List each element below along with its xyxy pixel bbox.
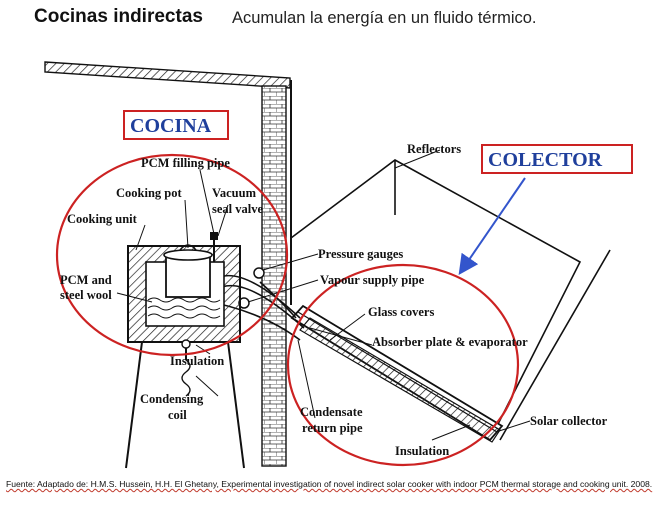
cooking-unit	[127, 232, 241, 343]
label-vacuum: Vacuum	[212, 186, 257, 200]
cocina-callout: COCINA	[130, 115, 212, 137]
roof-slab	[44, 61, 291, 89]
source-text: Fuente: Adaptado de: H.M.S. Hussein, H.H…	[6, 479, 653, 489]
colector-circle	[286, 263, 520, 467]
label-reflectors: Reflectors	[407, 142, 461, 156]
colector-callout-box	[481, 144, 633, 174]
solar-collector-body	[290, 304, 504, 443]
label-return-pipe: return pipe	[302, 421, 363, 435]
label-pcm-and: PCM and	[60, 273, 112, 287]
insulation-valve	[181, 339, 191, 349]
leader-lines	[116, 149, 531, 441]
reflectors	[290, 159, 611, 441]
colector-callout: COLECTOR	[488, 149, 603, 171]
label-coil: coil	[168, 408, 187, 422]
pressure-gauge-1	[253, 267, 265, 279]
label-solar-collector: Solar collector	[530, 414, 608, 428]
slide-title: Cocinas indirectas	[34, 6, 203, 27]
brick-wall	[261, 85, 287, 467]
source-citation: Fuente: Adaptado de: H.M.S. Hussein, H.H…	[6, 478, 670, 490]
label-seal-valve: seal valve	[212, 202, 263, 216]
label-cooking-pot: Cooking pot	[116, 186, 182, 200]
label-insulation-left: Insulation	[170, 354, 224, 368]
label-cooking-unit: Cooking unit	[67, 212, 138, 226]
label-absorber-plate: Absorber plate & evaporator	[372, 335, 528, 349]
condensing-coil	[181, 359, 191, 397]
colector-arrow	[458, 177, 526, 275]
label-glass-covers: Glass covers	[368, 305, 434, 319]
label-insulation-bottom: Insulation	[395, 444, 449, 458]
label-pressure-gauges: Pressure gauges	[318, 247, 403, 261]
label-steel-wool: steel wool	[60, 288, 112, 302]
cocina-circle	[55, 153, 289, 357]
label-condensate: Condensate	[300, 405, 363, 419]
cocina-callout-box	[123, 110, 229, 140]
label-vapour-supply-pipe: Vapour supply pipe	[320, 273, 425, 287]
label-pcm-filling-pipe: PCM filling pipe	[141, 156, 230, 170]
label-condensing: Condensing	[140, 392, 204, 406]
slide-subtitle: Acumulan la energía en un fluido térmico…	[232, 9, 537, 27]
